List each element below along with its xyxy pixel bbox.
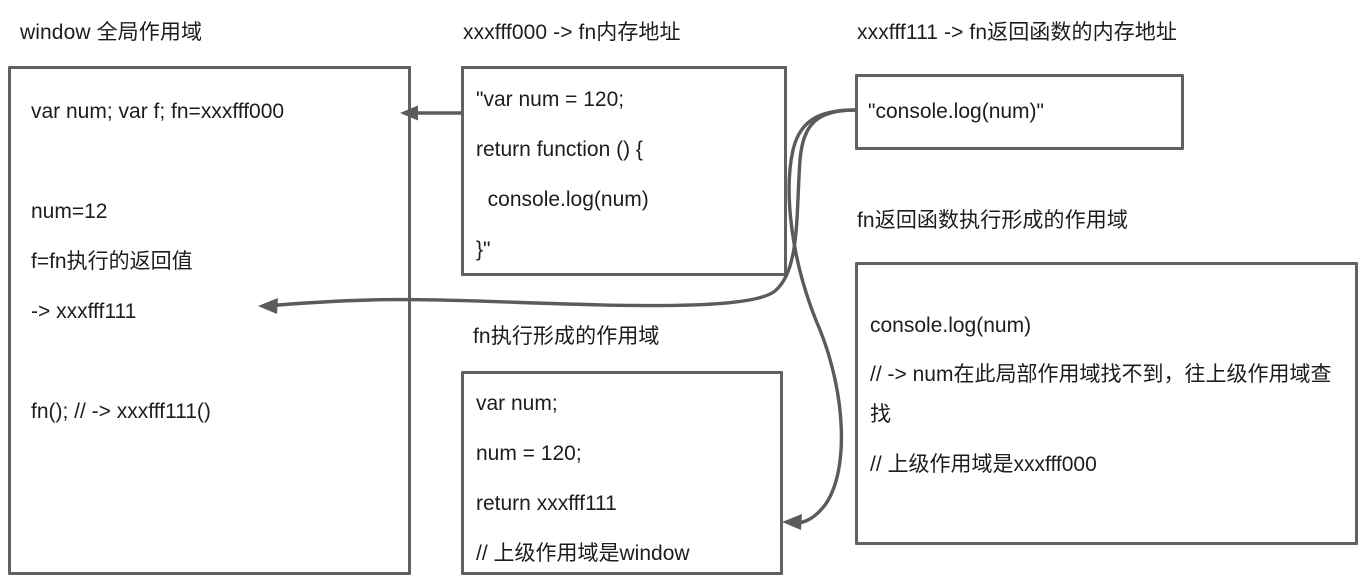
window-scope-line: fn(); // -> xxxfff111() bbox=[31, 400, 211, 423]
returned-fn-scope-line: console.log(num) bbox=[870, 314, 1032, 337]
caption-returned-fn-execution-scope: fn返回函数执行形成的作用域 bbox=[857, 209, 1128, 232]
fn-scope-line: return xxxfff111 bbox=[476, 492, 617, 515]
window-scope-line bbox=[31, 349, 398, 374]
window-scope-line: var num; var f; fn=xxxfff000 bbox=[31, 100, 285, 123]
caption-fn-memory-address: xxxfff000 -> fn内存地址 bbox=[463, 21, 681, 44]
returned-fn-source-code-box: "console.log(num)" bbox=[855, 74, 1184, 150]
arrow-returned-fn-to-fn-scope bbox=[782, 108, 856, 530]
returned-fn-scope-lines: console.log(num) // -> num在此局部作用域找不到，往上级… bbox=[870, 313, 1341, 477]
fn-source-code-line: return function () { bbox=[476, 138, 643, 161]
fn-scope-line: var num; bbox=[476, 392, 558, 415]
window-scope-line bbox=[31, 149, 398, 174]
window-scope-line: f=fn执行的返回值 bbox=[31, 250, 193, 273]
returned-fn-source-code-lines: "console.log(num)" bbox=[868, 99, 1171, 124]
window-scope-box: var num; var f; fn=xxxfff000 num=12 f=fn… bbox=[8, 66, 411, 575]
caption-fn-execution-scope: fn执行形成的作用域 bbox=[473, 325, 660, 348]
fn-source-code-line: }" bbox=[476, 238, 491, 261]
fn-scope-box: var num; num = 120; return xxxfff111 // … bbox=[461, 371, 783, 575]
fn-scope-line: num = 120; bbox=[476, 442, 582, 465]
window-scope-lines: var num; var f; fn=xxxfff000 num=12 f=fn… bbox=[31, 99, 398, 424]
window-scope-line: -> xxxfff111 bbox=[31, 300, 137, 323]
window-scope-line: num=12 bbox=[31, 200, 108, 223]
fn-source-code-box: "var num = 120; return function () { con… bbox=[461, 66, 787, 276]
fn-source-code-line: console.log(num) bbox=[476, 188, 649, 211]
fn-scope-lines: var num; num = 120; return xxxfff111 // … bbox=[476, 391, 770, 566]
returned-fn-scope-line: // -> num在此局部作用域找不到，往上级作用域查找 bbox=[870, 363, 1332, 426]
fn-scope-line: // 上级作用域是window bbox=[476, 542, 690, 565]
fn-source-code-lines: "var num = 120; return function () { con… bbox=[476, 87, 774, 262]
returned-fn-source-code-line: "console.log(num)" bbox=[868, 100, 1044, 123]
caption-returned-fn-memory-address: xxxfff111 -> fn返回函数的内存地址 bbox=[857, 21, 1178, 44]
returned-fn-scope-line: // 上级作用域是xxxfff000 bbox=[870, 453, 1097, 476]
returned-fn-scope-box: console.log(num) // -> num在此局部作用域找不到，往上级… bbox=[855, 262, 1358, 545]
fn-source-code-line: "var num = 120; bbox=[476, 88, 625, 111]
caption-window-scope: window 全局作用域 bbox=[20, 21, 203, 44]
